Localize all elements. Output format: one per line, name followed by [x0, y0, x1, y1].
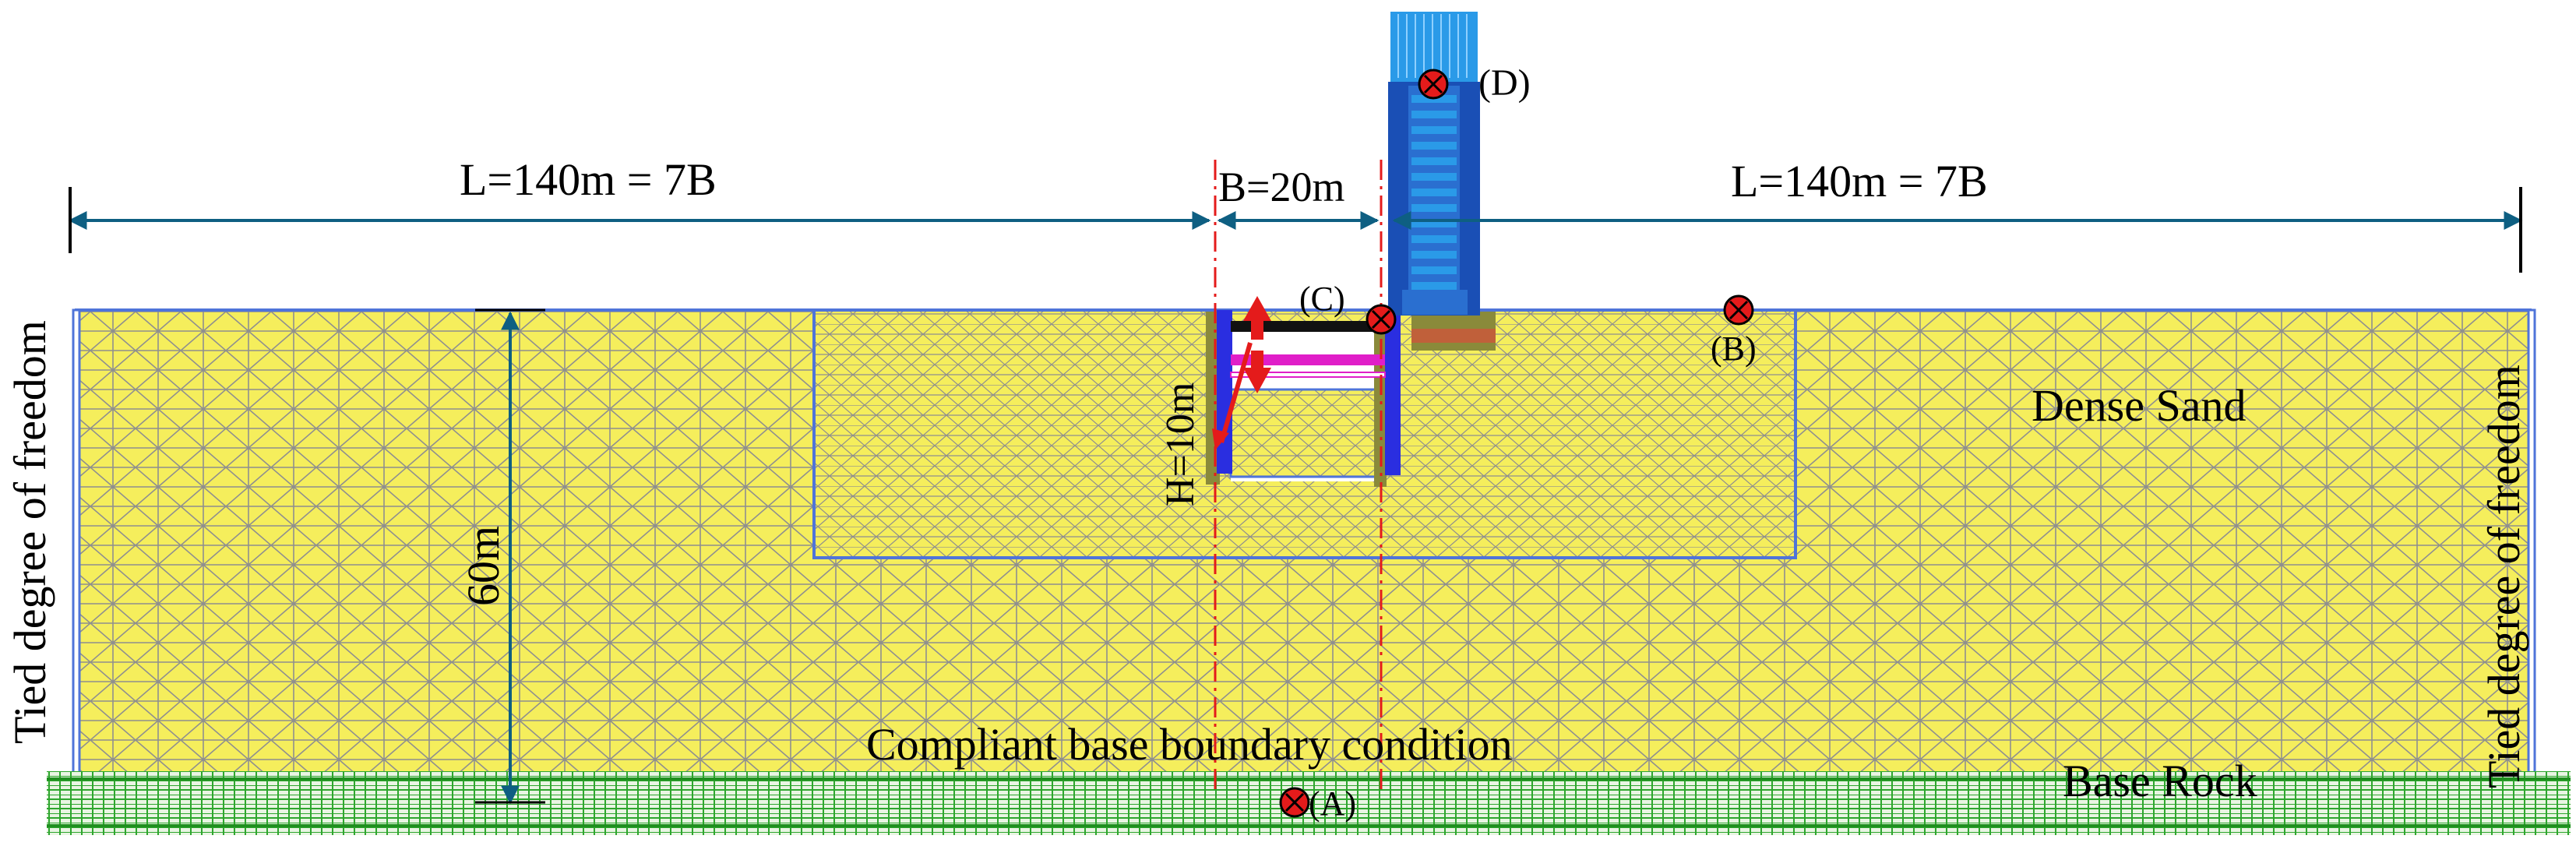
point-label-a: (A) [1309, 784, 1356, 823]
point-label-c: (C) [1299, 280, 1345, 318]
excavation-base-mesh [1229, 388, 1387, 478]
base-rock-label: Base Rock [2063, 756, 2257, 806]
load-arrow-diagonal-head-icon [1212, 428, 1229, 450]
monitor-point-d-icon [1418, 69, 1449, 100]
building-roof-stripes [1397, 14, 1468, 78]
monitor-point-a-icon [1279, 787, 1310, 818]
monitor-point-b-icon [1723, 294, 1754, 326]
retaining-wall-left [1217, 310, 1232, 474]
right-boundary [2527, 308, 2536, 796]
load-arrow-up-icon [1243, 296, 1271, 340]
dimension-label-left: L=140m = 7B [460, 154, 717, 205]
load-arrow-down-icon [1243, 351, 1271, 393]
building-core [1408, 86, 1460, 312]
building-foundation [1411, 329, 1496, 343]
monitor-point-c-icon [1366, 304, 1397, 335]
point-label-d: (D) [1478, 62, 1531, 104]
depth-label: 60m [458, 526, 509, 606]
compliant-base-label: Compliant base boundary condition [866, 719, 1513, 770]
left-boundary [72, 308, 81, 796]
strut-lower [1230, 372, 1386, 378]
strut-top [1231, 321, 1385, 332]
dimension-label-right: L=140m = 7B [1731, 156, 1988, 206]
tied-dof-right-label: Tied degree of freedom [2479, 365, 2529, 788]
building-base-block [1402, 290, 1468, 315]
retaining-wall-right [1385, 312, 1401, 475]
building [1388, 12, 1480, 315]
tied-dof-left-label: Tied degree of freedom [5, 320, 55, 744]
load-arrow-diagonal [1219, 342, 1253, 443]
retaining-wall-right-coating [1374, 327, 1387, 487]
wall-height-label: H=10m [1158, 382, 1203, 506]
dense-sand-label: Dense Sand [2032, 380, 2246, 431]
strut-middle [1231, 354, 1385, 365]
point-label-b: (B) [1711, 330, 1757, 368]
dimension-label-mid: B=20m [1218, 164, 1344, 210]
